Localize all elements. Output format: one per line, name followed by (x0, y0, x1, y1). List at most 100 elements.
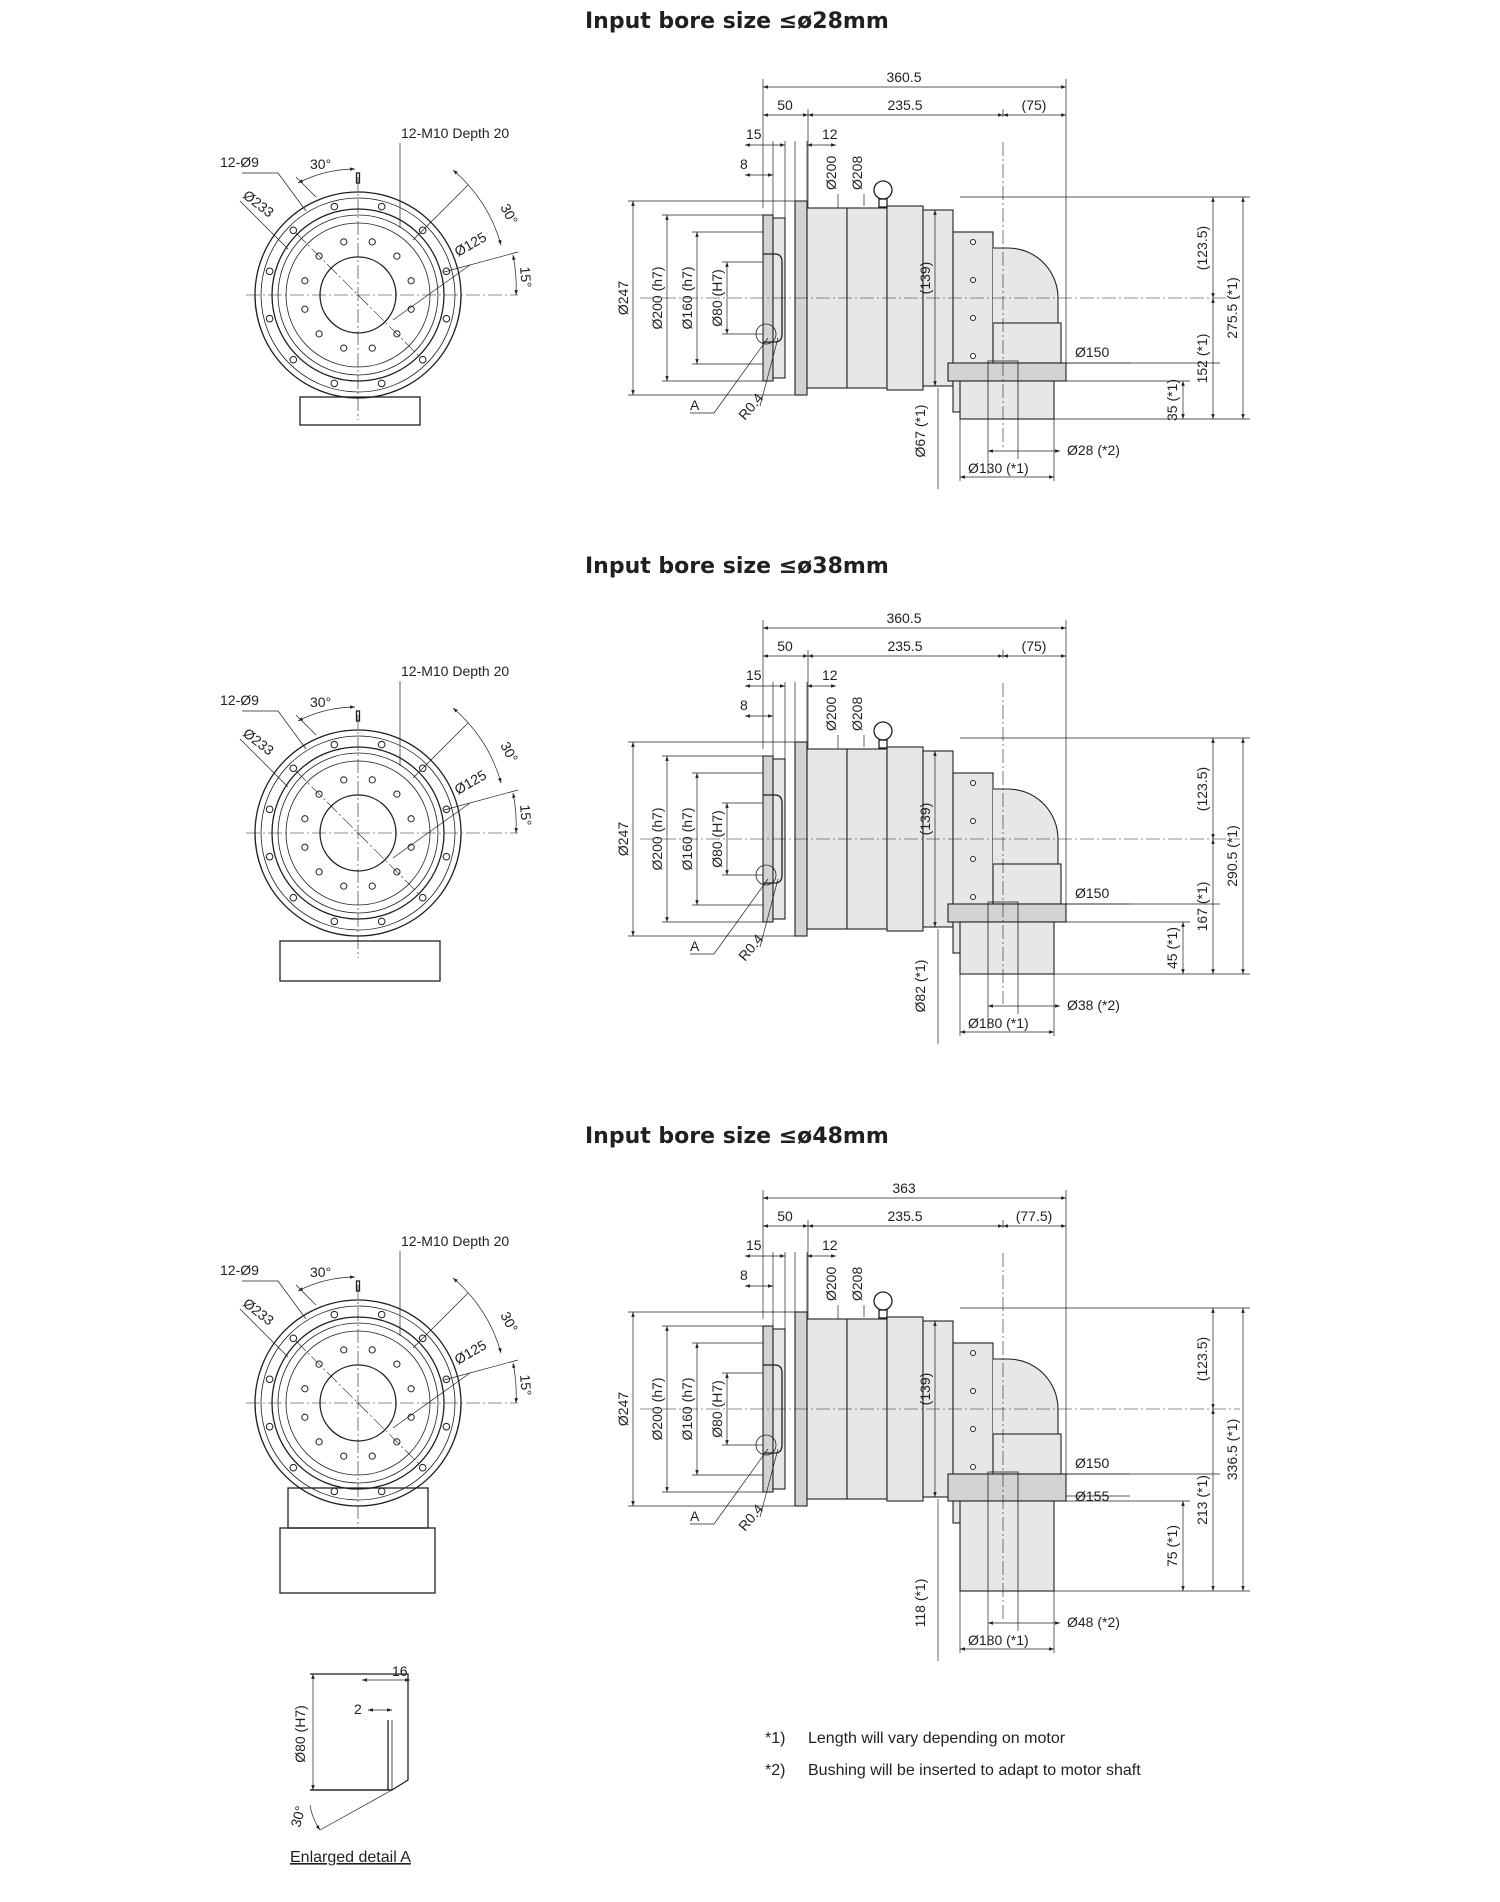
motor-adapter-block (299, 396, 421, 426)
angle-30-label: 30° (310, 1264, 331, 1280)
marker-pin (355, 710, 361, 722)
tapped-hole (393, 1360, 401, 1368)
tapped-hole (393, 252, 401, 260)
motor-dim-label: Ø82 (*1) (912, 960, 928, 1013)
d125-label: Ø125 (452, 229, 490, 260)
angle-30-label: 30° (310, 156, 331, 172)
tapped-hole (368, 344, 376, 352)
note-text: Bushing will be inserted to adapt to mot… (808, 1762, 1141, 1779)
through-hole (377, 379, 386, 388)
angle-ext (443, 789, 519, 811)
motor-adapter (959, 380, 1055, 420)
dimension-label: 8 (740, 697, 748, 713)
tapped-hole (368, 776, 376, 784)
pilot-label: Ø130 (*1) (968, 460, 1029, 476)
motor-adapter (959, 921, 1055, 975)
dimension-label: (123.5) (1194, 226, 1210, 270)
dimension-label: 50 (777, 97, 793, 113)
through-hole (265, 1422, 274, 1431)
motor-adapter-block (279, 940, 441, 982)
dimension-label: Ø160 (h7) (679, 1377, 695, 1440)
detail-chamfer-label: 30° (287, 1804, 308, 1829)
tapped-hole (315, 1438, 323, 1446)
angle-30-right-label: 30° (497, 739, 521, 765)
d125-label: Ø125 (452, 1337, 490, 1368)
dimension-label: 336.5 (*1) (1224, 1419, 1240, 1480)
angle-arc (297, 1275, 356, 1292)
dimension-label: 12 (822, 1237, 838, 1253)
dimension-label: Ø200 (h7) (649, 1377, 665, 1440)
dimension-label: (139) (917, 262, 933, 295)
holes-label: 12-Ø9 (220, 692, 259, 708)
through-hole (442, 314, 451, 323)
overall-length: 363 (892, 1180, 916, 1196)
holes-label: 12-Ø9 (220, 154, 259, 170)
eye-bolt (873, 721, 893, 741)
dimension-label: 15 (746, 1237, 762, 1253)
housing-bolt (970, 818, 976, 824)
tapped-hole (407, 815, 415, 823)
dimension-label: 12 (822, 126, 838, 142)
leader (277, 172, 307, 212)
dimension-label: 290.5 (*1) (1224, 825, 1240, 886)
tapped-hole (301, 815, 309, 823)
input-housing (992, 863, 1062, 905)
taps-label: 12-M10 Depth 20 (401, 1233, 509, 1249)
through-hole (377, 1310, 386, 1319)
input-flange (947, 1473, 1067, 1502)
d208-label: Ø208 (849, 697, 865, 731)
leader (392, 1372, 471, 1429)
tapped-hole (301, 1413, 309, 1421)
tapped-hole (368, 238, 376, 246)
angle-15-label: 15° (517, 1374, 535, 1396)
dimension-label: 15 (746, 667, 762, 683)
taps-label: 12-M10 Depth 20 (401, 663, 509, 679)
through-hole (265, 852, 274, 861)
angle-arc-right (452, 169, 502, 246)
through-hole (289, 355, 298, 364)
dimension-label: 152 (*1) (1194, 334, 1210, 384)
d200-label: Ø200 (823, 156, 839, 190)
dimension-label: (123.5) (1194, 767, 1210, 811)
tapped-hole (368, 1346, 376, 1354)
housing-bolt (970, 353, 976, 359)
leader (277, 1280, 307, 1320)
angle-arc (297, 705, 356, 722)
eye-bolt (873, 1291, 893, 1311)
elbow (993, 247, 1059, 324)
bore-label: Ø28 (*2) (1067, 442, 1120, 458)
holes-label: 12-Ø9 (220, 1262, 259, 1278)
centerline-diag (295, 770, 421, 896)
tapped-hole (340, 238, 348, 246)
angle-30-right-label: 30° (497, 201, 521, 227)
tapped-hole (407, 1385, 415, 1393)
view-1: Input bore size ≤ø28mm30°30°15°12-Ø912-M… (220, 9, 1250, 489)
detail-w16-label: 16 (392, 1663, 408, 1679)
view-title: Input bore size ≤ø28mm (585, 9, 889, 34)
view-2: Input bore size ≤ø38mm30°30°15°12-Ø912-M… (220, 554, 1250, 1044)
leader (392, 802, 471, 859)
chamfer-arc (309, 1804, 321, 1831)
d233-label: Ø233 (240, 1295, 277, 1329)
tapped-hole (340, 1346, 348, 1354)
through-hole (330, 1487, 339, 1496)
dimension-label: (123.5) (1194, 1337, 1210, 1381)
angle-15-label: 15° (517, 266, 535, 288)
through-hole (377, 917, 386, 926)
dimension-label: Ø160 (h7) (679, 266, 695, 329)
notes: *1)Length will vary depending on motor*2… (765, 1730, 1141, 1779)
angle-ext (412, 184, 469, 241)
housing-bolt (970, 315, 976, 321)
tapped-hole (301, 1385, 309, 1393)
eye-bolt-shank (878, 739, 888, 749)
dimension-label: 35 (*1) (1164, 379, 1180, 421)
d125-label: Ø125 (452, 767, 490, 798)
dimension-label: Ø247 (615, 822, 631, 856)
input-housing (992, 1433, 1062, 1475)
centerline-diag (295, 1340, 421, 1466)
detail-leader (713, 878, 769, 955)
